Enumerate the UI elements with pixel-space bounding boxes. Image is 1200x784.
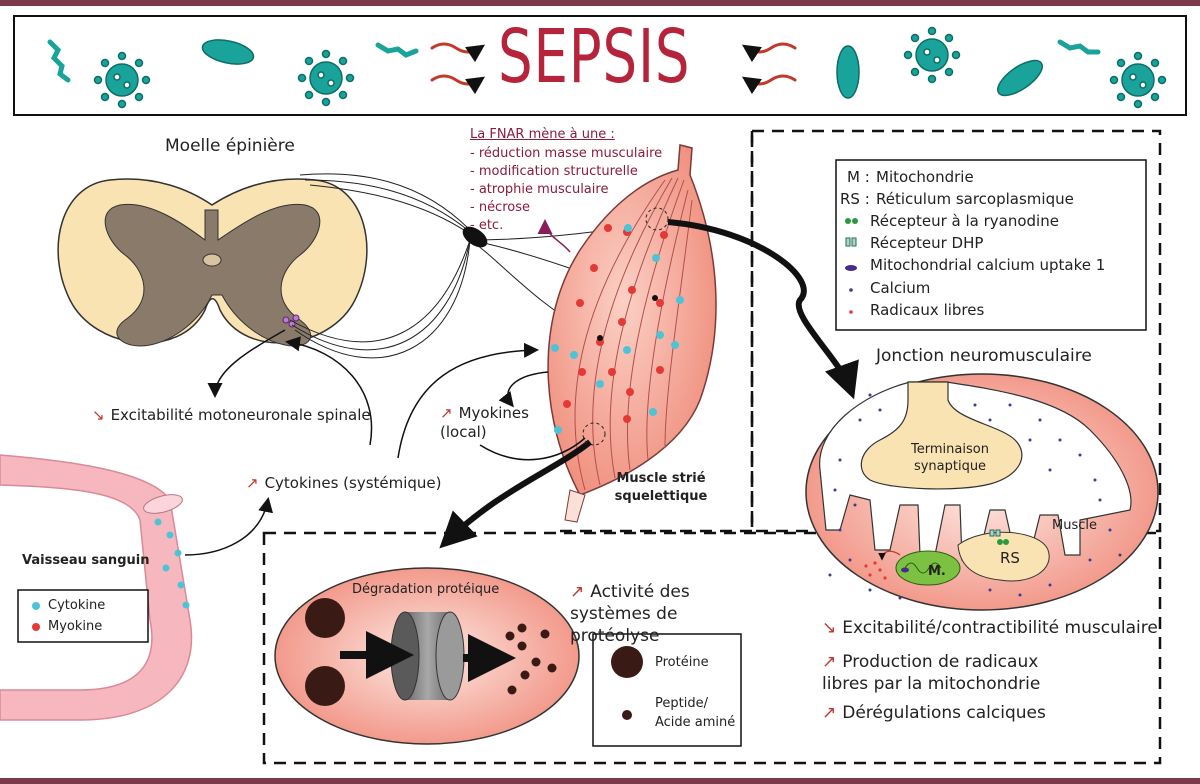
effect-excitability: Excitabilité/contractibilité musculaire <box>822 618 1158 638</box>
legend-box <box>835 159 1147 331</box>
myokine-dot-icon <box>32 623 40 631</box>
legend-key-rs: RS : <box>840 190 870 208</box>
legend-calcium: Calcium <box>870 279 931 297</box>
fnar-item: - atrophie musculaire <box>470 182 609 197</box>
spinal-excitability-label: Excitabilité motoneuronale spinale <box>92 406 371 424</box>
increase-arrow-icon <box>822 652 842 672</box>
legend-key-m: M : <box>847 168 870 186</box>
increase-arrow-icon <box>570 582 590 602</box>
effect-calcium-text: Dérégulations calciques <box>842 703 1046 723</box>
virus-icon <box>903 26 961 84</box>
title-banner <box>13 15 1187 116</box>
skeletal-muscle <box>547 144 717 523</box>
proteolysis-activity-text: Activité des systèmes de protéolyse <box>570 582 690 646</box>
virus-icon <box>1109 51 1167 109</box>
fnar-item: - modification structurelle <box>470 164 638 179</box>
proteolysis-activity: Activité des systèmes de protéolyse <box>570 581 770 647</box>
muscle-blue-dots <box>551 224 684 434</box>
proteolysis-dashed-box <box>262 531 1162 765</box>
ganglion <box>462 226 488 248</box>
legend-icons <box>845 218 858 314</box>
nmj-cell <box>805 373 1159 611</box>
virus-icon <box>93 51 151 109</box>
legend-dhp: Récepteur DHP <box>870 234 984 252</box>
bottom-border <box>0 778 1200 784</box>
virus-icon <box>297 49 355 107</box>
effect-radicals: Production de radicaux libres par la mit… <box>822 651 1082 695</box>
effect-radicals-text: Production de radicaux libres par la mit… <box>822 652 1041 694</box>
myokines-label: Myokines (local) <box>440 404 540 442</box>
proteo-legend-protein: Protéine <box>655 655 709 670</box>
pathogen-icons <box>47 26 1167 109</box>
parasite-icon <box>375 42 419 58</box>
bacterium-icon <box>836 45 860 99</box>
protein-icon <box>611 646 643 678</box>
nmj-muscle-label: Muscle <box>1052 518 1097 533</box>
spinal-cord-label: Moelle épinière <box>165 136 295 156</box>
fnar-item: - nécrose <box>470 200 530 215</box>
nmj-rs-label: RS <box>1000 549 1020 567</box>
proteolysis-title: Dégradation protéique <box>352 582 500 597</box>
muscle-red-dots <box>563 224 668 423</box>
page-title: SEPSIS <box>498 14 691 100</box>
blood-vessel <box>0 454 193 721</box>
nmj-m-label: M. <box>928 564 946 579</box>
decrease-arrow-icon <box>822 618 842 638</box>
vessel-legend-myokine: Myokine <box>48 619 103 634</box>
increase-arrow-icon <box>822 703 842 723</box>
nmj-title: Jonction neuromusculaire <box>876 346 1092 366</box>
title-arrows <box>430 42 797 95</box>
proteo-legend-peptide: Peptide/ Acide aminé <box>655 696 736 730</box>
parasite-icon <box>47 39 71 83</box>
legend-mitochondrie: Mitochondrie <box>876 168 974 186</box>
muscle-label: Muscle strié squelettique <box>614 471 708 504</box>
bacterium-icon <box>201 39 255 65</box>
legend-mcu1: Mitochondrial calcium uptake 1 <box>870 256 1106 274</box>
myokines-text: Myokines (local) <box>440 404 529 441</box>
legend-reticulum: Réticulum sarcoplasmique <box>876 190 1074 208</box>
top-border <box>0 0 1200 6</box>
increase-arrow-icon <box>440 404 459 422</box>
parasite-icon <box>1057 39 1101 55</box>
legend-ryanodine: Récepteur à la ryanodine <box>870 212 1059 230</box>
nmj-calcium-dots <box>828 393 1122 600</box>
cytokine-dot-icon <box>32 602 40 610</box>
nmj-terminal-label: Terminaison synaptique <box>911 442 989 474</box>
fnar-heading: La FNAR mène à une : <box>470 127 615 142</box>
vessel-legend-box <box>17 589 149 643</box>
fnar-item: - réduction masse musculaire <box>470 146 663 161</box>
vessel-label: Vaisseau sanguin <box>22 553 150 568</box>
legend-radicaux: Radicaux libres <box>870 301 985 319</box>
effect-excitability-text: Excitabilité/contractibilité musculaire <box>842 618 1158 638</box>
fnar-item: - etc. <box>470 218 504 233</box>
effect-calcium: Dérégulations calciques <box>822 703 1046 723</box>
peptide-icon <box>622 710 632 720</box>
cytokines-label: Cytokines (systémique) <box>246 474 442 492</box>
proteolysis-cell <box>274 567 580 745</box>
vessel-legend-cytokine: Cytokine <box>48 598 106 613</box>
spinal-cord <box>57 178 368 347</box>
bacterium-icon <box>997 59 1043 97</box>
